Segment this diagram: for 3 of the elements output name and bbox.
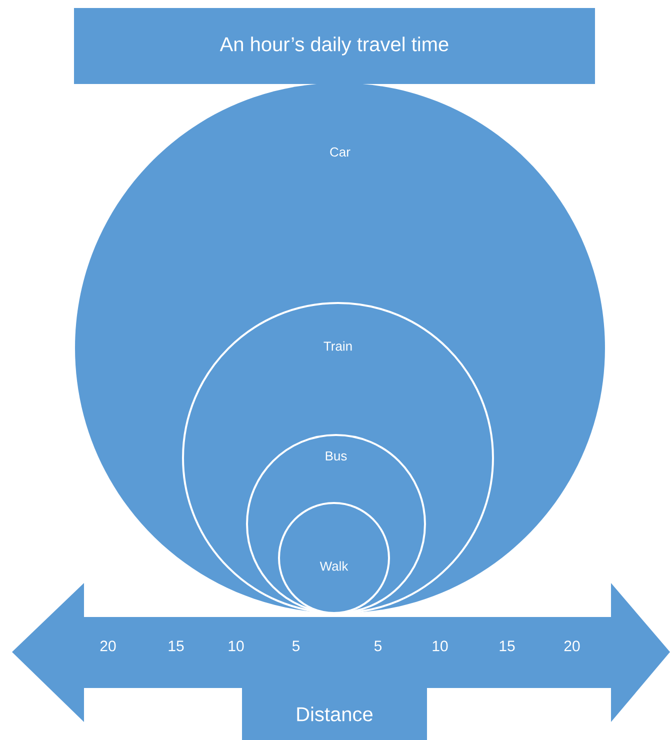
text-box: Distance (242, 688, 427, 740)
node-label: Distance (297, 706, 372, 722)
text-box: An hour’s daily travel time (74, 8, 595, 84)
